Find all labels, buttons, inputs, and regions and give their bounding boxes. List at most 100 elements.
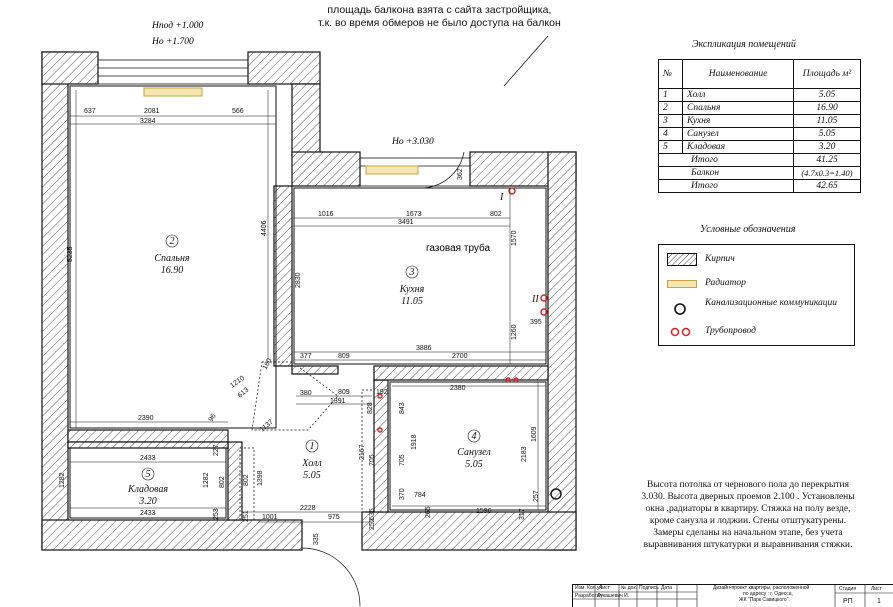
room-area: 11.05 — [401, 296, 423, 307]
room-area: 3.20 — [138, 496, 157, 507]
pipe-icon — [377, 393, 383, 399]
dim-label: 802 — [219, 476, 226, 488]
radiator-icon — [365, 165, 419, 175]
balcony-label: Балкон — [658, 166, 794, 180]
room-area: 5.05 — [303, 470, 321, 481]
stamp-cell: Подпись — [639, 585, 659, 591]
dim-label: 335 — [313, 533, 320, 545]
dim-label: 5235 — [67, 246, 74, 262]
row-name: Кладовая — [682, 140, 794, 154]
stamp-address: по адресу : г. Одесса, — [743, 591, 793, 597]
room-name: Спальня — [154, 253, 190, 264]
explication-title: Экспликация помещений — [692, 39, 796, 50]
stamp-sheet-label: Лист — [871, 586, 882, 592]
floor-plan: Нпод +1.000 Но +1.700 Но +3.030 2 Спальн… — [41, 20, 577, 606]
row-num: 1 — [658, 88, 683, 102]
row-area: 16.90 — [793, 101, 861, 115]
dim-label: 251 — [243, 510, 250, 522]
note-line: Высота потолка от чернового пола до пере… — [647, 480, 849, 490]
row-area: 11.05 — [793, 114, 861, 128]
dim-label: 257 — [533, 490, 540, 502]
general-notes: Высота потолка от чернового пола до пере… — [612, 479, 884, 551]
brick-walls — [41, 51, 577, 551]
stamp-sheet: 1 — [877, 598, 881, 605]
grand-total-row: Итого 42.65 — [658, 179, 861, 193]
header-num: № — [658, 59, 683, 89]
legend-item-brick: Кирпич — [659, 251, 854, 271]
legend-box: Кирпич Радиатор Канализационные коммуник… — [658, 244, 855, 346]
row-name: Кухня — [682, 114, 794, 128]
room-number: 3 — [409, 267, 415, 278]
legend-label: Канализационные коммуникации — [705, 298, 838, 308]
dim-label: 252 — [369, 518, 376, 530]
stamp-project: Дизайн-проект квартиры, расположенной — [713, 585, 810, 591]
grand-total-label: Итого — [658, 179, 794, 193]
room-number: 5 — [146, 469, 151, 480]
row-num: 4 — [658, 127, 683, 141]
brick-hatch-icon — [667, 253, 697, 266]
row-area: 5.05 — [793, 88, 861, 102]
dim-label: 1391 — [330, 398, 346, 405]
stamp-cell: Дата — [661, 585, 673, 591]
row-name: Спальня — [682, 101, 794, 115]
room-name: Кладовая — [127, 484, 168, 495]
note-line: окна ,радиаторы в квартиру. Стяжка на по… — [645, 504, 851, 514]
header-area: Площадь м² — [793, 59, 861, 89]
dim-label: 2433 — [140, 510, 156, 517]
total-row: Итого 41.25 — [658, 153, 861, 167]
room-name: Санузел — [457, 447, 491, 458]
row-area: 5.05 — [793, 127, 861, 141]
door-swing — [419, 151, 465, 189]
dim-label: 809 — [338, 389, 350, 396]
pipe-icon — [540, 294, 548, 302]
row-num: 2 — [658, 101, 683, 115]
balcony-note-line: т.к. во время обмеров не было доступа на… — [318, 17, 561, 29]
title-block: Изм. Кол.уч. Лист № док. Подпись Дата Ра… — [572, 584, 893, 607]
bedroom-window — [97, 59, 471, 187]
sewer-icon — [550, 488, 562, 500]
dim-label: 160 — [262, 357, 274, 371]
dim-label: 637 — [84, 108, 96, 115]
grand-total-value: 42.65 — [793, 179, 861, 193]
total-value: 41.25 — [793, 153, 861, 167]
dim-label: 377 — [300, 353, 312, 360]
dim-label: 370 — [399, 488, 406, 500]
balcony-calc: (4.7x0.3=1.40) — [793, 166, 861, 180]
dim-label: 395 — [530, 319, 542, 326]
dim-label: 1570 — [511, 230, 518, 246]
table-row: 2 Спальня 16.90 — [658, 101, 861, 115]
dim-label: 380 — [300, 390, 312, 397]
dim-label: 2081 — [144, 108, 160, 115]
dim-label: 253 — [213, 508, 220, 520]
note-line: выравнивания штукатурки и выравнивания с… — [643, 540, 853, 550]
riser-marker: II — [531, 294, 539, 305]
room-area: 16.90 — [161, 265, 184, 276]
pipe-markers — [377, 187, 548, 433]
balcony-note: площадь балкона взята с сайта застройщик… — [318, 4, 561, 30]
title-block-grid — [573, 585, 893, 607]
sewer-icon — [674, 303, 686, 315]
dim-label: 96 — [208, 413, 218, 423]
dim-label: 2390 — [138, 415, 154, 422]
balcony-row: Балкон (4.7x0.3=1.40) — [658, 166, 861, 180]
dim-label: 227 — [213, 444, 220, 456]
explication-table: № Наименование Площадь м² 1 Холл 5.05 2 … — [658, 59, 861, 193]
pipe-icon — [508, 187, 516, 195]
table-row: 4 Санузел 5.05 — [658, 127, 861, 141]
balcony-note-line: площадь балкона взята с сайта застройщик… — [327, 4, 552, 16]
dim-label: 1596 — [476, 508, 492, 515]
dim-label: 802 — [243, 474, 250, 486]
row-area: 3.20 — [793, 140, 861, 154]
dim-label: 1001 — [262, 514, 278, 521]
dim-label: 975 — [328, 514, 340, 521]
radiator-icons — [143, 87, 419, 175]
legend-item-sewer: Канализационные коммуникации — [659, 298, 854, 321]
room-name: Холл — [301, 458, 322, 469]
dim-label: 566 — [232, 108, 244, 115]
note-line: 3.030. Высота дверных проемов 2.100 . Ус… — [641, 492, 855, 502]
table-header: № Наименование Площадь м² — [658, 59, 861, 89]
stamp-stage: РП — [843, 598, 853, 605]
dim-label: 809 — [338, 353, 350, 360]
dim-label: 1918 — [411, 434, 418, 450]
dim-label: 265 — [425, 506, 432, 518]
